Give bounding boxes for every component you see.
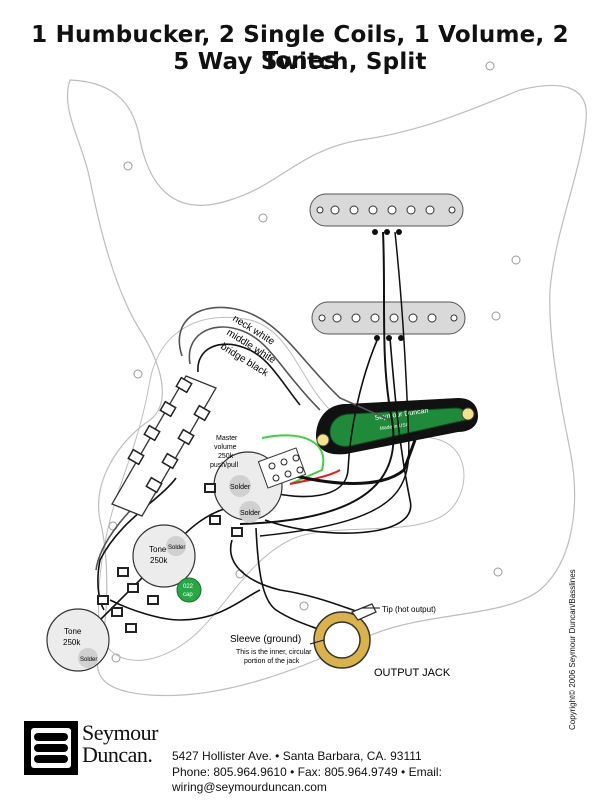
pickguard-screws	[108, 61, 521, 663]
tone-pot-lower	[46, 595, 137, 672]
cap-label-2: cap	[183, 592, 193, 598]
master-pot-label-2: volume	[214, 444, 237, 451]
humbucker-sublabel: Made in USA	[379, 422, 410, 432]
copyright-text: Copyright© 2006 Seymour Duncan/Basslines	[568, 569, 577, 730]
tone-capacitor	[176, 577, 202, 603]
seymour-duncan-logo	[24, 721, 78, 775]
middle-pickup	[311, 301, 466, 341]
brand-name: Seymour Duncan.	[82, 722, 158, 766]
pickguard-outline	[66, 79, 587, 697]
jack-tip-label: Tip (hot output)	[382, 605, 436, 614]
master-solder-label-2: Solder	[240, 510, 261, 517]
master-pot-label-3: 250k	[218, 453, 234, 460]
jack-sleeve-note-1: This is the inner, circular	[236, 649, 312, 656]
neck-pickup	[309, 193, 464, 235]
output-jack-label: OUTPUT JACK	[374, 667, 451, 679]
svg-text:Tone 250k: Tone 250k	[149, 545, 169, 565]
jack-sleeve-label: Sleeve (ground)	[230, 634, 301, 645]
svg-text:Master volume 250k: Master volume 250k push/pull	[210, 435, 239, 469]
five-way-switch	[111, 375, 217, 517]
tone-pot-upper	[117, 524, 196, 605]
tone-lower-label-2: 250k	[63, 638, 81, 647]
tone-upper-label-2: 250k	[150, 556, 168, 565]
diagram-title-line1: 1 Humbucker, 2 Single Coils, 1 Volume, 2…	[31, 22, 569, 74]
output-jack	[313, 603, 377, 669]
control-cavity-outline	[97, 317, 465, 661]
tone-lower-label-1: Tone	[64, 627, 82, 636]
svg-text:Tone 250k: Tone 250k	[63, 627, 84, 647]
footer-contact: Phone: 805.964.9610 • Fax: 805.964.9749 …	[172, 765, 442, 794]
master-pot-label-4: push/pull	[210, 462, 238, 469]
master-pot-label-1: Master	[216, 435, 238, 442]
cap-label-1: 022	[183, 584, 194, 590]
brand-line1: Seymour	[82, 720, 158, 745]
tone-lower-solder: Solder	[80, 657, 97, 663]
diagram-title-line2: 5 Way Switch, Split	[173, 49, 427, 75]
brand-line2: Duncan.	[82, 742, 153, 767]
svg-text:022 cap: 022 cap	[183, 584, 195, 598]
jack-sleeve-note-2: portion of the jack	[244, 658, 300, 665]
master-volume-pot	[204, 447, 307, 537]
sleeve-leader	[309, 639, 325, 645]
tone-upper-label-1: Tone	[149, 545, 167, 554]
footer-address: 5427 Hollister Ave. • Santa Barbara, CA.…	[172, 749, 422, 763]
master-solder-label-1: Solder	[230, 484, 251, 491]
tone-upper-solder: Solder	[168, 545, 185, 551]
